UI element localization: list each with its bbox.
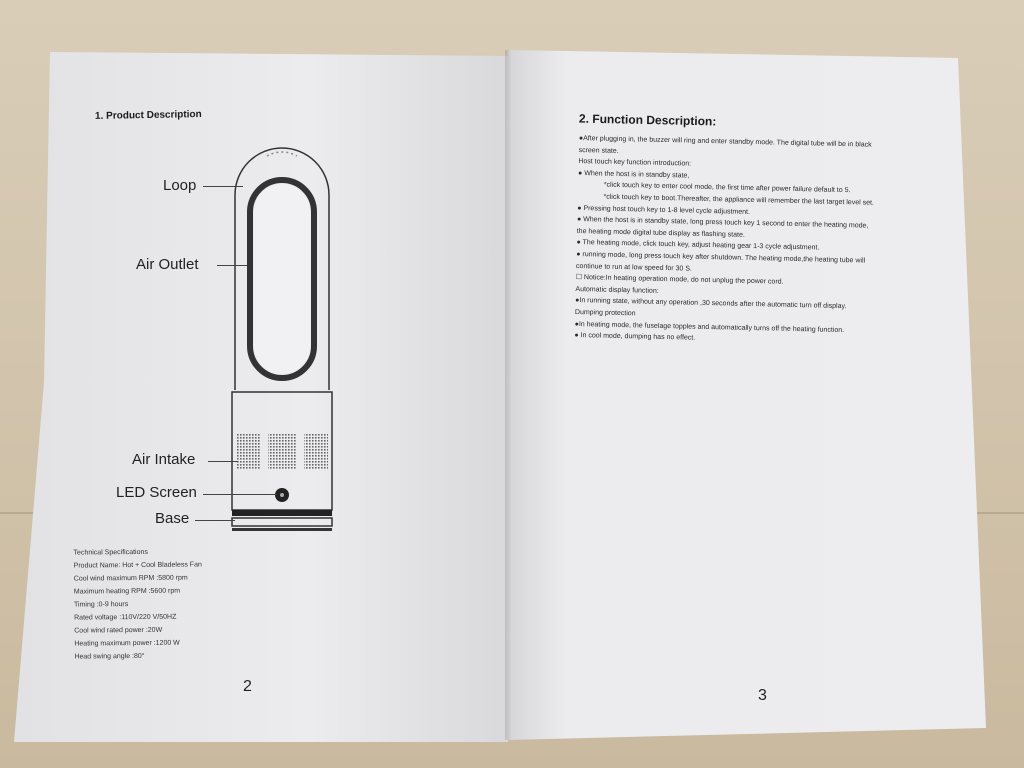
spec-line: Product Name: Hot + Cool Bladeless Fan — [73, 561, 202, 570]
left-page — [14, 52, 508, 742]
product-description-heading: 1. Product Description — [94, 109, 202, 122]
leader-air-outlet — [217, 265, 247, 266]
function-description-heading: 2. Function Description: — [578, 111, 717, 129]
label-air-outlet: Air Outlet — [136, 256, 199, 273]
spec-line: Rated voltage :110V/220 V/50HZ — [74, 613, 177, 622]
label-loop: Loop — [163, 177, 197, 194]
fan-loop-top-dots — [266, 151, 298, 157]
function-description-body: ●After plugging in, the buzzer will ring… — [574, 133, 919, 349]
spec-line: Cool wind maximum RPM :5800 rpm — [73, 574, 188, 583]
fan-base — [232, 510, 332, 516]
leader-air-intake — [208, 461, 238, 462]
label-led-screen: LED Screen — [116, 484, 197, 501]
label-base: Base — [155, 510, 190, 527]
spec-line: Head swing angle :80° — [74, 652, 145, 661]
page-number-left: 2 — [243, 678, 252, 695]
spec-line: Heating maximum power :1200 W — [74, 639, 180, 648]
book-spine — [505, 50, 511, 740]
spec-line: Cool wind rated power :20W — [74, 626, 163, 635]
label-air-intake: Air Intake — [132, 451, 196, 468]
leader-base — [195, 520, 235, 521]
spec-title: Technical Specifications — [73, 548, 148, 557]
fan-loop-outer — [234, 147, 330, 390]
leader-loop — [203, 186, 243, 187]
spec-line: Maximum heating RPM :5600 rpm — [73, 587, 181, 596]
spec-line: Timing :0-9 hours — [73, 601, 129, 609]
fan-air-intake-grille — [236, 434, 328, 470]
fan-diagram — [231, 147, 333, 531]
page-number-right: 3 — [758, 687, 767, 704]
right-page — [508, 50, 986, 740]
technical-specifications: Technical Specifications Product Name: H… — [73, 545, 202, 663]
fan-air-outlet-slot — [247, 177, 317, 381]
leader-led-screen — [203, 494, 277, 495]
